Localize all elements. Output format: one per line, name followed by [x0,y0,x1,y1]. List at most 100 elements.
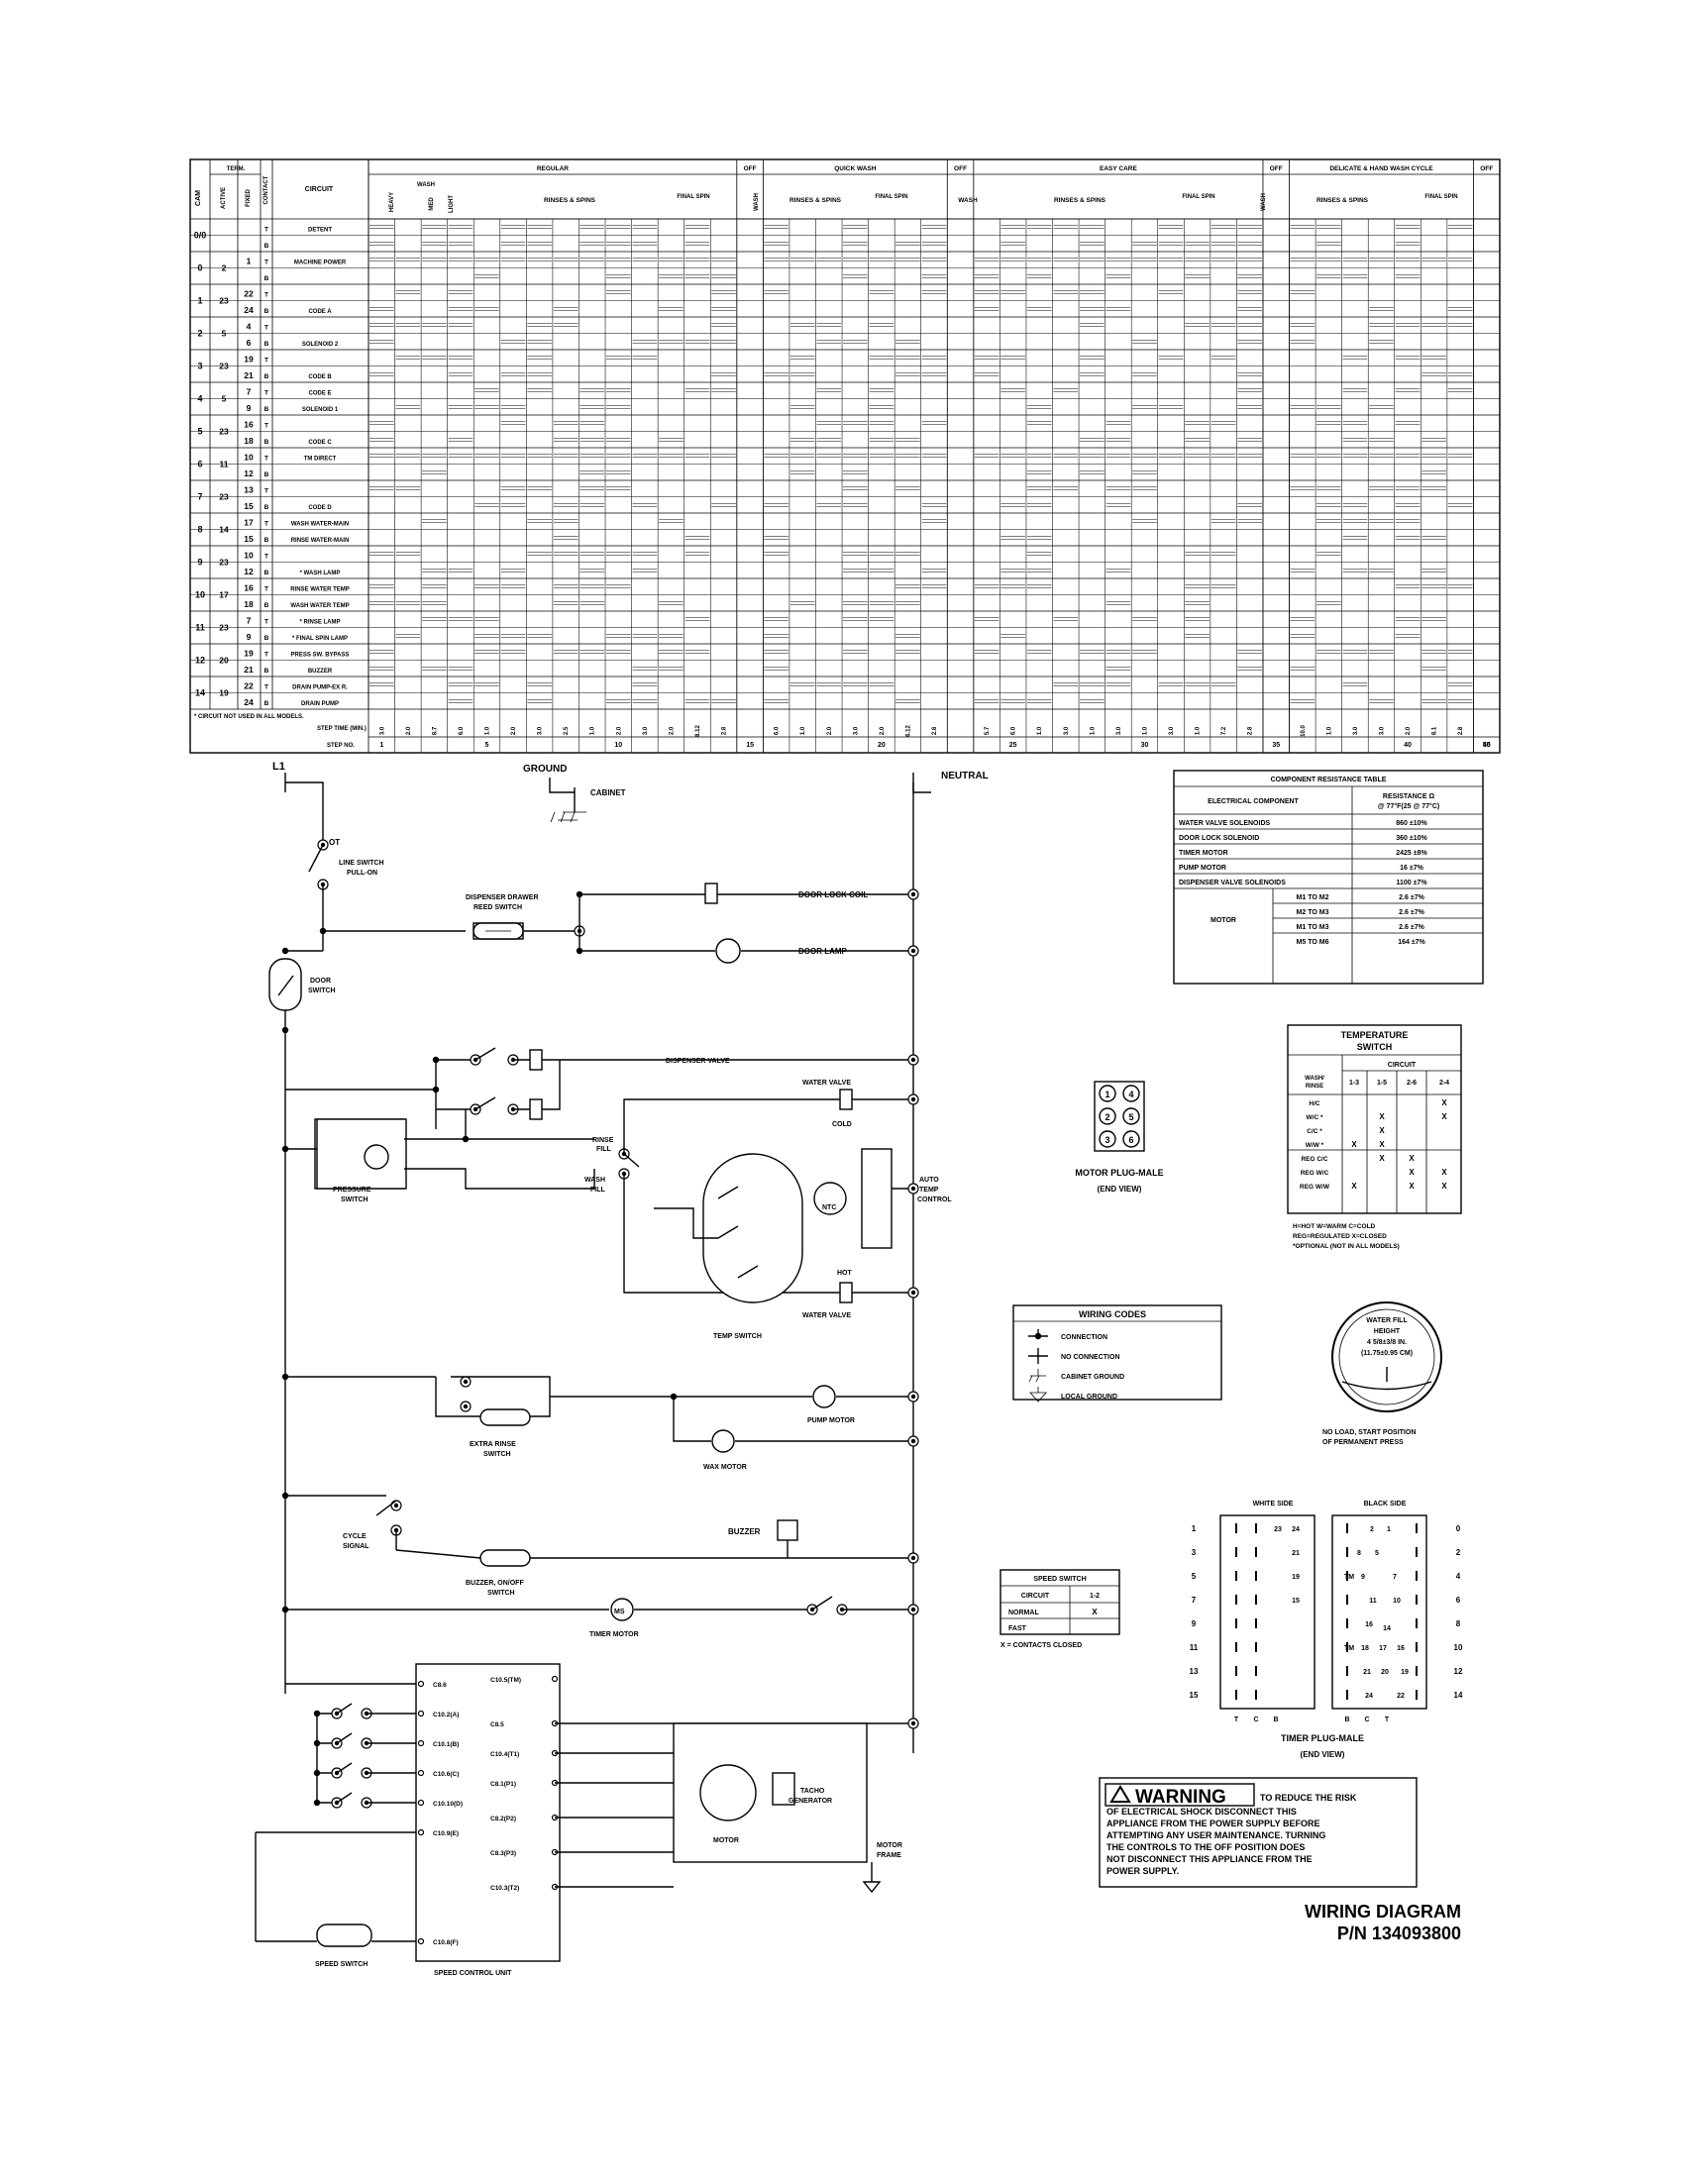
black-inner-label: 16 [1365,1621,1373,1628]
step-time: 10.0 [1301,725,1307,737]
temp-row-label: REG W/W [1300,1184,1330,1191]
fixed-terminal: 22 [244,289,254,299]
temp-mark: X [1351,1140,1357,1149]
wire [404,1109,467,1140]
contact-header: CONTACT [263,175,269,204]
black-inner-label: 16 [1397,1645,1405,1652]
terminal-center [463,1404,469,1409]
cycle-signal-label-2: SIGNAL [343,1543,369,1550]
connection-dot [281,1606,289,1613]
pump-motor-symbol [812,1385,836,1408]
timer-plug-bottom-right: B [1344,1716,1349,1723]
fixed-terminal: 10 [244,551,254,561]
terminal-center [910,1555,916,1561]
door-lock-coil-symbol [704,883,718,904]
rt-component: PUMP MOTOR [1179,865,1226,872]
step-time: 2.0 [880,726,886,735]
motor-plug-title: MOTOR PLUG-MALE [1075,1168,1163,1178]
terminal-node [907,1717,919,1729]
black-inner-label: 18 [1361,1645,1369,1652]
ntc-label: NTC [822,1204,836,1211]
black-inner-label: TM [1344,1645,1354,1652]
auto-temp-control-box [861,1148,893,1249]
rt-resistance: 1100 ±7% [1396,880,1427,886]
timer-plug-right-num: 0 [1456,1524,1461,1533]
temp-mark: X [1441,1182,1447,1191]
cam-header: CAM [195,190,202,206]
rinse-fill-label: RINSE [592,1137,614,1144]
terminal-center [910,1607,916,1612]
black-side-label: BLACK SIDE [1364,1501,1407,1508]
rt-col1: ELECTRICAL COMPONENT [1208,798,1299,805]
temp-title: TEMPERATURE [1341,1030,1409,1040]
dispenser-valve-coil-2 [529,1098,543,1120]
temp-row-label: REG W/C [1301,1170,1329,1177]
title-line-1: WIRING DIAGRAM [1305,1902,1461,1922]
fixed-terminal: 22 [244,681,254,691]
contact-letter: B [264,439,269,446]
step-time: 2.8 [722,726,728,735]
warning-triangle-icon [1109,1785,1131,1803]
temp-mark: X [1441,1098,1447,1107]
step-number: 10 [614,742,622,749]
circuit-label: DETENT [308,228,332,234]
contact-letter: B [264,275,269,282]
motor-plug-pin [1122,1107,1140,1125]
water-level [1341,1381,1432,1391]
pressure-switch-label: PRESSURE [333,1187,371,1194]
timer-plug-bottom-right: C [1364,1716,1369,1723]
tub-outline [1331,1301,1442,1412]
sub-rinses-delicate: RINSES & SPINS [1316,197,1369,204]
contact-letter: T [264,586,268,593]
timer-plug-bottom-left: T [1234,1716,1239,1723]
tacho-label-2: GENERATOR [789,1798,832,1805]
step-time: 3.0 [1353,726,1359,735]
scu-right-pin: C8.5 [490,1721,504,1728]
water-valve-label: WATER VALVE [802,1080,851,1087]
step-time: 2.0 [827,726,833,735]
rt-resistance: 860 ±10% [1396,820,1427,827]
contact-letter: T [264,619,268,626]
contact-letter: B [264,635,269,642]
temp-mark: X [1379,1154,1385,1163]
circuit-label: CODE D [308,505,332,511]
l1-feed [284,773,324,832]
sub-wash-delicate: WASH [1261,193,1267,211]
rt-motor-pair: M5 TO M6 [1297,939,1329,946]
step-number: 30 [1141,742,1149,749]
step-number: 20 [878,742,886,749]
connection-dot [281,1492,289,1500]
speed-switch-label: SPEED SWITCH [315,1961,368,1968]
fixed-terminal: 18 [244,599,254,609]
terminal-center [463,1379,469,1385]
temp-row-label: W/C * [1307,1114,1323,1121]
circuit-label: CODE A [308,309,332,315]
scu-pin-r [551,1675,559,1683]
speed-switch-body [316,1924,372,1947]
sub-rinses-easy: RINSES & SPINS [1054,197,1106,204]
terminal-center [910,1057,916,1063]
temp-title-2: SWITCH [1357,1042,1393,1052]
terminal-node [907,1435,919,1447]
speed-table-title: SPEED SWITCH [1033,1576,1086,1583]
temp-mark: X [1409,1182,1415,1191]
cycle-name-0: REGULAR [537,165,569,172]
pressure-switch-diaphragm [364,1144,389,1170]
dispenser-valve-coil [529,1049,543,1071]
step-time: 6.0 [775,726,781,735]
rt-resistance: 16 ±7% [1400,865,1423,872]
motor-plug-pin [1099,1085,1116,1102]
circuit-label: CODE C [308,440,332,446]
hot-label: HOT [837,1270,853,1277]
terminal-node [907,888,919,900]
step-time: 3.0 [853,726,859,735]
temp-row-label: W/W * [1306,1142,1324,1149]
resistance-title: COMPONENT RESISTANCE TABLE [1271,777,1387,783]
contact-letter: B [264,243,269,250]
door-lamp-label: DOOR LAMP [798,947,848,956]
contact-letter: B [264,668,269,675]
black-inner-label: 1 [1387,1526,1391,1533]
